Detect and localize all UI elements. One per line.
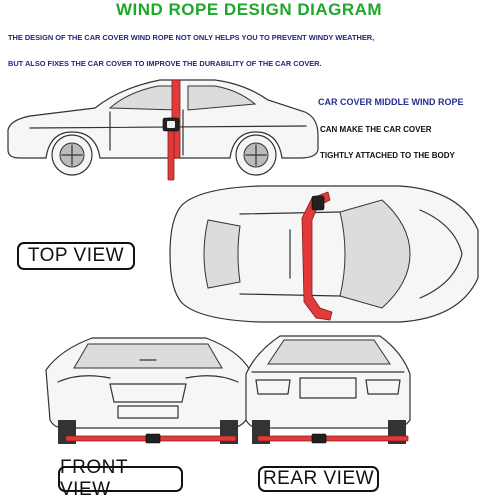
rear-view-car: [245, 335, 411, 444]
side-note-headline: CAR COVER MIDDLE WIND ROPE: [318, 97, 464, 107]
side-note-line-1: CAN MAKE THE CAR COVER: [320, 125, 432, 134]
front-view-label: FRONT VIEW: [58, 457, 183, 500]
side-note-line-2: TIGHTLY ATTACHED TO THE BODY: [320, 151, 455, 160]
intro-line-2: BUT ALSO FIXES THE CAR COVER TO IMPROVE …: [8, 59, 322, 68]
intro-line-1: THE DESIGN OF THE CAR COVER WIND ROPE NO…: [8, 33, 375, 42]
top-view-car: [169, 185, 479, 323]
top-view-label: TOP VIEW: [17, 242, 135, 270]
rear-view-label: REAR VIEW: [258, 466, 379, 492]
diagram-title: WIND ROPE DESIGN DIAGRAM: [115, 0, 383, 19]
side-view-car: [7, 79, 319, 181]
front-view-car: [45, 337, 251, 444]
